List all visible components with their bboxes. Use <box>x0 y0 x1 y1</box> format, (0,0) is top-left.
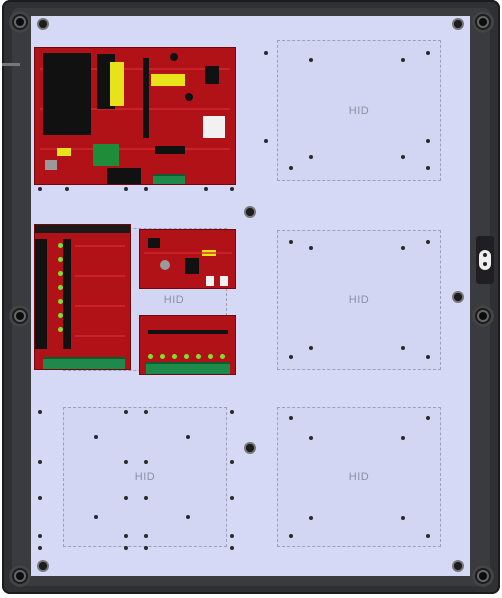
screw <box>246 208 254 216</box>
mounting-hole <box>426 139 430 143</box>
hid-zone-bottom-left: HID <box>63 407 227 547</box>
screw <box>454 562 462 570</box>
mounting-hole <box>144 460 148 464</box>
mounting-hole <box>124 496 128 500</box>
inductor <box>110 62 124 106</box>
mounting-hole <box>230 460 234 464</box>
mounting-hole <box>230 410 234 414</box>
mounting-hole <box>65 187 69 191</box>
terminal-block <box>43 357 125 369</box>
mounting-hole <box>426 355 430 359</box>
mounting-hole <box>309 155 313 159</box>
mounting-hole <box>426 534 430 538</box>
mounting-hole <box>38 410 42 414</box>
terminal-block <box>146 362 230 374</box>
mounting-hole <box>289 355 293 359</box>
hid-label: HID <box>348 294 370 306</box>
hid-label: HID <box>134 471 156 483</box>
screw <box>39 562 47 570</box>
corner-mount-bottom-right <box>472 565 494 587</box>
screw <box>454 20 462 28</box>
hid-zone-top-right: HID <box>277 40 441 181</box>
mounting-hole <box>144 534 148 538</box>
mounting-hole <box>124 546 128 550</box>
mounting-hole <box>309 346 313 350</box>
mounting-hole <box>144 496 148 500</box>
mounting-hole <box>426 51 430 55</box>
mounting-hole <box>401 346 405 350</box>
mounting-hole <box>401 246 405 250</box>
mounting-hole <box>289 240 293 244</box>
corner-mount-top-left <box>9 11 31 33</box>
mounting-hole <box>124 460 128 464</box>
side-tab <box>2 63 20 66</box>
mounting-hole <box>94 435 98 439</box>
mounting-hole <box>124 410 128 414</box>
mounting-hole <box>186 515 190 519</box>
hid-label: HID <box>163 294 185 306</box>
mounting-hole <box>204 187 208 191</box>
corner-mount-top-right <box>472 11 494 33</box>
hid-zone-bottom-right: HID <box>277 407 441 547</box>
terminal-block <box>153 174 185 184</box>
hid-label: HID <box>348 104 370 117</box>
mounting-hole <box>124 187 128 191</box>
mounting-hole <box>38 546 42 550</box>
mounting-hole <box>309 436 313 440</box>
mounting-hole <box>289 534 293 538</box>
power-supply-board <box>34 47 236 185</box>
relay-board <box>34 224 131 370</box>
mounting-hole <box>264 51 268 55</box>
mounting-hole <box>401 155 405 159</box>
corner-mount-middle-left <box>9 305 31 327</box>
mounting-hole <box>124 534 128 538</box>
mounting-hole <box>426 240 430 244</box>
mounting-hole <box>144 410 148 414</box>
hid-zone-middle-right: HID <box>277 230 441 370</box>
mounting-hole <box>230 496 234 500</box>
mounting-hole <box>144 546 148 550</box>
mounting-hole <box>186 435 190 439</box>
mounting-hole <box>401 436 405 440</box>
mounting-hole <box>38 187 42 191</box>
mounting-hole <box>426 166 430 170</box>
mounting-hole <box>401 516 405 520</box>
mounting-hole <box>309 58 313 62</box>
mounting-hole <box>401 58 405 62</box>
mounting-hole <box>230 187 234 191</box>
mounting-hole <box>264 139 268 143</box>
mounting-hole <box>144 187 148 191</box>
mounting-hole <box>38 496 42 500</box>
cable-plug <box>479 250 491 270</box>
corner-mount-middle-right <box>472 305 494 327</box>
mounting-hole <box>94 515 98 519</box>
corner-mount-bottom-left <box>9 565 31 587</box>
hid-label: HID <box>348 471 370 483</box>
ethernet-jack <box>203 116 225 138</box>
mounting-hole <box>309 246 313 250</box>
screw <box>454 293 462 301</box>
mounting-hole <box>309 516 313 520</box>
transformer <box>43 53 91 135</box>
mounting-hole <box>230 534 234 538</box>
power-distribution-board <box>139 229 236 289</box>
screw <box>39 20 47 28</box>
mounting-hole <box>38 534 42 538</box>
fuse-board <box>139 315 236 375</box>
mounting-hole <box>230 546 234 550</box>
mounting-hole <box>426 416 430 420</box>
side-cable-port <box>476 236 494 284</box>
mounting-hole <box>38 460 42 464</box>
mounting-hole <box>289 416 293 420</box>
mounting-hole <box>289 166 293 170</box>
screw <box>246 444 254 452</box>
